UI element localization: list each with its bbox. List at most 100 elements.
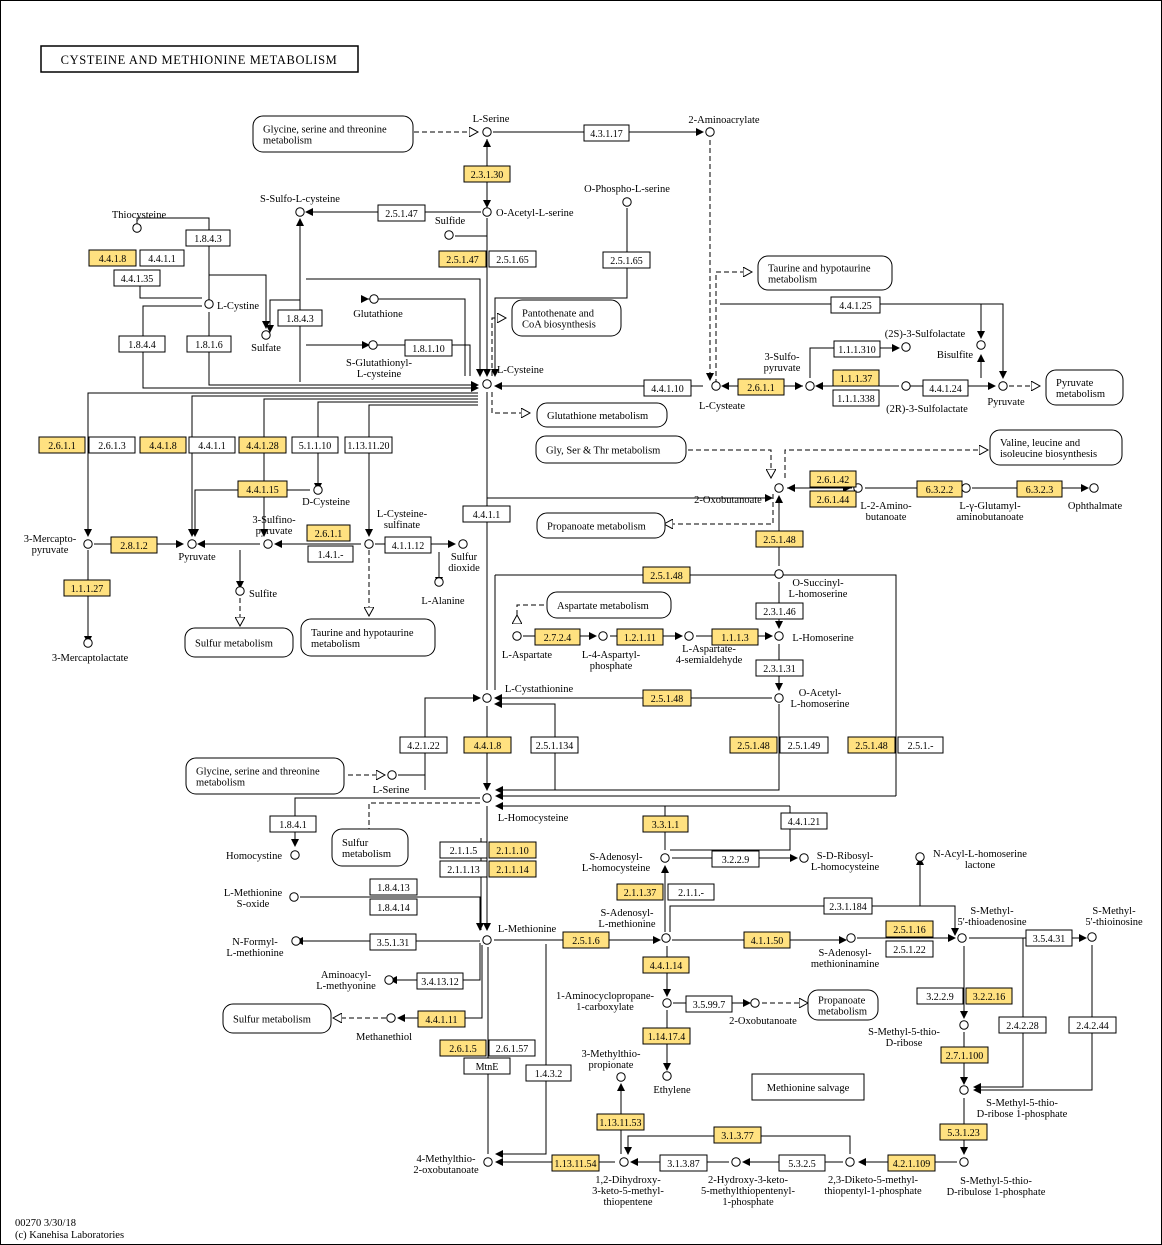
enzyme-2-5-1-48[interactable]: 2.5.1.48 — [642, 566, 691, 584]
compound-s-adenosyl-l-homocysteine[interactable]: S-Adenosyl-L-homocysteine — [582, 852, 670, 874]
compound-marker[interactable] — [313, 485, 323, 495]
compound-s-d-ribosyl-l-homocysteine[interactable]: S-D-Ribosyl-L-homocysteine — [799, 851, 880, 873]
enzyme-2-5-1-16[interactable]: 2.5.1.16 — [885, 920, 934, 938]
compound-thiocysteine[interactable]: Thiocysteine — [112, 210, 167, 233]
enzyme-2-5-1-47[interactable]: 2.5.1.47 — [438, 250, 487, 268]
compound-marker[interactable] — [482, 379, 492, 389]
pathway-sulfur-metabolism-left[interactable]: Sulfur metabolism — [184, 627, 294, 658]
compound-marker[interactable] — [83, 638, 93, 648]
enzyme-2-6-1-5[interactable]: 2.6.1.5 — [439, 1039, 487, 1057]
enzyme-2-4-2-28[interactable]: 2.4.2.28 — [998, 1016, 1047, 1034]
compound-marker[interactable] — [961, 483, 971, 493]
enzyme-1-1-1-310[interactable]: 1.1.1.310 — [833, 340, 881, 358]
enzyme-2-1-1--[interactable]: 2.1.1.- — [667, 883, 715, 901]
compound-marker[interactable] — [660, 853, 670, 863]
enzyme-2-7-1-100[interactable]: 2.7.1.100 — [940, 1046, 989, 1064]
enzyme-2-6-1-42[interactable]: 2.6.1.42 — [809, 470, 857, 488]
enzyme-3-3-1-1[interactable]: 3.3.1.1 — [642, 815, 689, 833]
compound-o-phospho-l-serine[interactable]: O-Phospho-L-serine — [584, 184, 670, 207]
compound-l-gamma-glutamyl-aminobutanoate[interactable]: L-γ-Glutamyl-aminobutanoate — [956, 483, 1024, 523]
compound-bisulfite[interactable]: Bisulfite — [937, 340, 986, 361]
compound-marker[interactable] — [750, 998, 760, 1008]
compound-marker[interactable] — [959, 1085, 969, 1095]
compound-marker[interactable] — [289, 892, 299, 902]
enzyme-4-2-1-109[interactable]: 4.2.1.109 — [887, 1154, 936, 1172]
compound-l-cysteate[interactable]: L-Cysteate — [699, 381, 745, 412]
compound-marker[interactable] — [731, 1157, 741, 1167]
compound-marker[interactable] — [482, 127, 492, 137]
enzyme-4-4-1-1[interactable]: 4.4.1.1 — [139, 249, 185, 267]
compound-marker[interactable] — [915, 852, 925, 862]
compound-marker[interactable] — [957, 933, 967, 943]
enzyme-2-7-2-4[interactable]: 2.7.2.4 — [534, 628, 581, 646]
compound-marker[interactable] — [458, 539, 468, 549]
compound-s-methyl-5-thio-d-ribose[interactable]: S-Methyl-5-thio-D-ribose — [868, 1020, 969, 1049]
compound-marker[interactable] — [235, 586, 245, 596]
compound-glutathione[interactable]: Glutathione — [353, 294, 403, 320]
compound-marker[interactable] — [622, 197, 632, 207]
enzyme-4-4-1-1[interactable]: 4.4.1.1 — [462, 505, 511, 523]
enzyme-4-4-1-10[interactable]: 4.4.1.10 — [643, 379, 692, 397]
enzyme-3-5-4-31[interactable]: 3.5.4.31 — [1025, 929, 1073, 947]
enzyme-4-4-1-14[interactable]: 4.4.1.14 — [642, 956, 690, 974]
compound-marker[interactable] — [387, 770, 397, 780]
enzyme-6-3-2-3[interactable]: 6.3.2.3 — [1016, 480, 1063, 498]
enzyme-1-13-11-54[interactable]: 1.13.11.54 — [551, 1154, 600, 1172]
enzyme-5-3-2-5[interactable]: 5.3.2.5 — [778, 1154, 826, 1172]
enzyme-2-1-1-5[interactable]: 2.1.1.5 — [439, 841, 488, 859]
enzyme-3-2-2-9[interactable]: 3.2.2.9 — [916, 987, 964, 1005]
compound-marker[interactable] — [901, 381, 911, 391]
enzyme-2-6-1-57[interactable]: 2.6.1.57 — [488, 1039, 536, 1057]
enzyme-MtnE[interactable]: MtnE — [463, 1057, 511, 1075]
enzyme-2-5-1-65[interactable]: 2.5.1.65 — [602, 251, 651, 269]
enzyme-2-5-1-47[interactable]: 2.5.1.47 — [377, 204, 426, 222]
compound-marker[interactable] — [434, 577, 444, 587]
enzyme-2-5-1-48[interactable]: 2.5.1.48 — [755, 530, 804, 548]
enzyme-4-4-1-8[interactable]: 4.4.1.8 — [463, 736, 512, 754]
compound-l-cysteine[interactable]: L-Cysteine — [482, 365, 544, 389]
compound-diketo-methylthiopentyl-phosphate[interactable]: 2,3-Diketo-5-methyl-thiopentyl-1-phospha… — [824, 1157, 922, 1197]
compound-pyruvate-left[interactable]: Pyruvate — [178, 539, 216, 563]
compound-marker[interactable] — [204, 299, 214, 309]
compound-l-4-aspartyl-phosphate[interactable]: L-4-Aspartyl-phosphate — [582, 631, 641, 672]
compound-ethylene[interactable]: Ethylene — [653, 1071, 691, 1096]
enzyme-4-1-1-50[interactable]: 4.1.1.50 — [743, 931, 791, 949]
compound-marker[interactable] — [1089, 483, 1099, 493]
compound-l-homoserine[interactable]: L-Homoserine — [774, 631, 854, 644]
enzyme-1-13-11-53[interactable]: 1.13.11.53 — [596, 1113, 645, 1131]
compound-sulfite[interactable]: Sulfite — [235, 586, 278, 600]
compound-l-serine-mid[interactable]: L-Serine — [373, 770, 410, 796]
compound-3-sulfopyruvate[interactable]: 3-Sulfo-pyruvate — [764, 352, 815, 391]
compound-s-adenosylmethioninamine[interactable]: S-Adenosyl-methioninamine — [811, 933, 880, 970]
compound-marker[interactable] — [482, 207, 492, 217]
enzyme-3-5-1-31[interactable]: 3.5.1.31 — [369, 933, 417, 951]
pathway-sulfur-metabolism-bottom[interactable]: Sulfur metabolism — [222, 1003, 332, 1034]
compound-marker[interactable] — [774, 631, 784, 641]
enzyme-2-6-1-1[interactable]: 2.6.1.1 — [306, 524, 351, 542]
enzyme-4-4-1-25[interactable]: 4.4.1.25 — [830, 296, 881, 314]
enzyme-4-4-1-35[interactable]: 4.4.1.35 — [113, 269, 161, 287]
enzyme-3-2-2-9[interactable]: 3.2.2.9 — [711, 850, 760, 868]
compound-marker[interactable] — [295, 207, 305, 217]
compound-hydroxy-keto-methylthiopentenyl-phosphate[interactable]: 2-Hydroxy-3-keto-5-methylthiopentenyl-1-… — [701, 1157, 795, 1208]
compound-marker[interactable] — [263, 539, 273, 549]
compound-s-adenosyl-l-methionine[interactable]: S-Adenosyl-L-methionine — [598, 908, 671, 943]
enzyme-2-1-1-14[interactable]: 2.1.1.14 — [488, 860, 537, 878]
enzyme-6-3-2-2[interactable]: 6.3.2.2 — [916, 480, 963, 498]
compound-marker[interactable] — [483, 1157, 493, 1167]
compound-2s-3-sulfolactate[interactable]: (2S)-3-Sulfolactate — [885, 329, 966, 352]
enzyme-2-3-1-30[interactable]: 2.3.1.30 — [463, 165, 511, 183]
compound-pyruvate-right[interactable]: Pyruvate — [987, 381, 1025, 408]
compound-marker[interactable] — [684, 631, 694, 641]
compound-s-methyl-5-thio-d-ribose-1-phosphate[interactable]: S-Methyl-5-thio-D-ribose 1-phosphate — [959, 1085, 1068, 1120]
compound-l-cysteine-sulfinate[interactable]: L-Cysteine-sulfinate — [364, 509, 428, 549]
enzyme-1-8-4-13[interactable]: 1.8.4.13 — [369, 878, 418, 896]
enzyme-4-4-1-21[interactable]: 4.4.1.21 — [780, 812, 828, 830]
enzyme-3-2-2-16[interactable]: 3.2.2.16 — [965, 987, 1013, 1005]
